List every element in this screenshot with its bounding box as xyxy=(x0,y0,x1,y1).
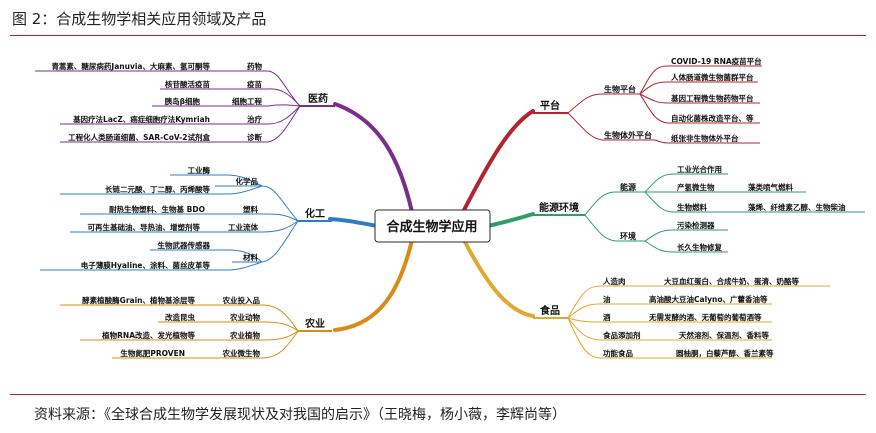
medical-item: 青蒿素、糖尿病药Januvia、大麻素、氢可酮等 xyxy=(51,61,210,71)
platform-item: 自动化菌株改造平台、等 xyxy=(671,113,754,123)
platform-item: 人体肠道微生物菌群平台 xyxy=(671,72,754,82)
agri-item: 改造昆虫 xyxy=(165,312,195,322)
food-item: 无需发酵的酒、无葡萄的葡萄酒等 xyxy=(648,312,762,322)
branch-platform: 平台 xyxy=(540,99,560,112)
platform-item: 基因工程微生物药物平台 xyxy=(670,93,754,103)
energy-item: 生物燃料 xyxy=(677,202,707,212)
branch-chem-curve xyxy=(328,217,380,228)
medical-cat: 诊断 xyxy=(247,132,262,142)
chem-item: 电子薄膜Hyaline、涂料、菌丝皮革等 xyxy=(81,260,211,270)
agri-cat: 农业植物 xyxy=(229,330,260,340)
agri-cat: 农业微生物 xyxy=(222,348,261,358)
energy-extra: 藻烯、纤维素乙醇、生物柴油 xyxy=(748,202,846,212)
platform-sub: 生物体外平台 xyxy=(604,130,652,140)
medical-item: 胰岛β细胞 xyxy=(165,96,201,106)
platform-item: 纸张非生物体外平台 xyxy=(671,133,739,143)
branch-agri: 农业 xyxy=(304,317,325,330)
energy-extra: 藻类喷气燃料 xyxy=(748,182,793,192)
medical-cat: 疫苗 xyxy=(247,79,262,89)
energy-item: 工业光合作用 xyxy=(677,164,722,174)
agri-cat: 农业投入品 xyxy=(222,295,261,305)
agri-item: 植物RNA改造、发光植物等 xyxy=(101,330,195,340)
agri-item: 酵素植酸酶Grain、植物基涂层等 xyxy=(82,295,195,305)
chem-item: 工业酶 xyxy=(188,165,211,175)
branch-chem: 化工 xyxy=(305,207,325,220)
chem-cat: 化学品 xyxy=(236,176,259,186)
food-cat: 功能食品 xyxy=(603,348,633,358)
food-cat: 人造肉 xyxy=(603,276,626,286)
medical-item: 核苷酸活疫苗 xyxy=(165,79,210,89)
medical-cat: 细胞工程 xyxy=(232,96,262,106)
medical-item: 工程化人类肠道细菌、SAR-CoV-2试剂盒 xyxy=(68,132,210,142)
agri-item: 生物氮肥PROVEN xyxy=(120,348,185,358)
agri-cat: 农业动物 xyxy=(229,312,260,322)
energy-item: 产氢微生物 xyxy=(677,182,715,192)
food-cat: 食品添加剂 xyxy=(603,330,641,340)
platform-item: COVID-19 RNA疫苗平台 xyxy=(671,56,762,66)
medical-item: 基因疗法LacZ、癌症细胞疗法Kymriah xyxy=(72,114,210,124)
food-item: 天然溶剂、保温剂、香料等 xyxy=(679,330,769,340)
medical-cat: 药物 xyxy=(247,61,262,71)
branch-agri-curve xyxy=(333,238,414,332)
energy-item: 污染检测器 xyxy=(677,220,715,230)
chem-cat: 工业流体 xyxy=(228,222,258,232)
bottom-divider xyxy=(10,394,866,395)
branch-medical: 医药 xyxy=(308,92,328,105)
branch-food: 食品 xyxy=(539,304,560,317)
food-cat: 油 xyxy=(603,294,611,304)
branch-energy-curve xyxy=(486,212,535,228)
branch-food-curve xyxy=(462,238,535,318)
chem-item: 可再生基础油、导热油、增塑剂等 xyxy=(88,222,201,232)
figure-title: 图 2：合成生物学相关应用领域及产品 xyxy=(12,10,267,28)
medical-cat: 治疗 xyxy=(247,114,262,124)
chem-cat: 材料 xyxy=(243,252,258,262)
chem-item: 长链二元酸、丁二醇、丙烯酸等 xyxy=(105,184,210,194)
branch-energy: 能源环境 xyxy=(539,201,579,214)
food-cat: 酒 xyxy=(603,312,611,322)
source-note: 资料来源：《全球合成生物学发展现状及对我国的启示》（王晓梅，杨小薇，李辉尚等） xyxy=(34,407,566,423)
chem-cat: 塑料 xyxy=(243,204,258,214)
energy-sub: 能源 xyxy=(620,182,636,192)
food-item: 高油酸大豆油Calyno、广藿香油等 xyxy=(649,294,768,304)
center-node: 合成生物学应用 xyxy=(386,219,477,235)
energy-sub: 环境 xyxy=(620,231,636,241)
chem-item: 生物武器传感器 xyxy=(158,240,211,250)
platform-sub: 生物平台 xyxy=(604,84,636,94)
branch-platform-curve xyxy=(462,109,535,212)
branch-medical-curve xyxy=(333,102,414,214)
top-divider xyxy=(10,35,866,36)
chem-item: 耐热生物塑料、生物基 BDO xyxy=(109,204,205,214)
food-item: 圆柚胴，白藜芦醇、香兰素等 xyxy=(676,348,774,358)
energy-item: 长久生物修复 xyxy=(677,242,722,252)
food-item: 大豆血红蛋白、合成牛奶、蛋清、奶酪等 xyxy=(664,276,799,286)
